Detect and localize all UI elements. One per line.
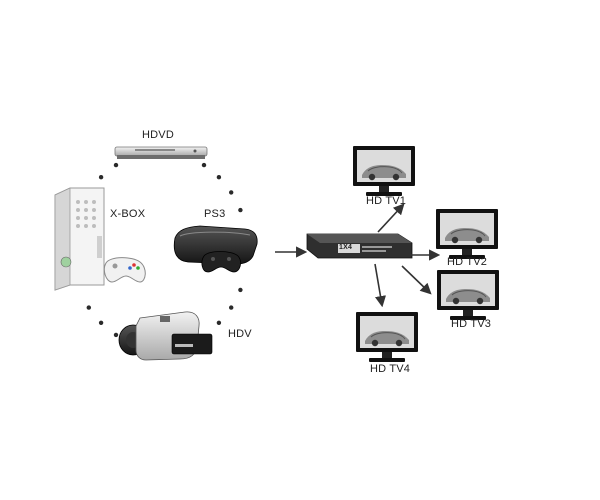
- ring-dot: [229, 305, 234, 310]
- ring-dot: [98, 320, 104, 325]
- ring-dot: [229, 190, 234, 195]
- xbox-console-icon: [54, 187, 105, 291]
- output-label-tv1: HD TV1: [366, 195, 407, 207]
- hdmi-splitter-icon: [306, 233, 413, 259]
- output-arrow-tv1: [377, 203, 405, 233]
- ring-dot: [113, 332, 119, 338]
- ring-dot: [238, 287, 243, 293]
- ring-dot: [201, 162, 207, 168]
- source-ring-dots: [86, 162, 243, 338]
- ring-dot: [86, 305, 92, 310]
- television-icon-tv2: [435, 208, 499, 266]
- camcorder-icon: [118, 311, 213, 361]
- television-icon-tv1: [352, 145, 416, 203]
- output-label-tv4: HD TV4: [370, 363, 411, 375]
- ring-dot: [238, 207, 243, 213]
- output-label-tv2: HD TV2: [447, 256, 488, 268]
- splitter-badge: 1X4: [339, 244, 353, 251]
- ring-dot: [98, 175, 104, 180]
- ring-dot: [113, 162, 119, 168]
- output-arrow-tv4: [374, 263, 387, 308]
- output-label-tv3: HD TV3: [451, 318, 492, 330]
- television-icon-tv4: [355, 311, 419, 369]
- television-icon-tv3: [436, 269, 500, 327]
- source-label-xbox: X-BOX: [110, 208, 146, 220]
- ps3-console-icon: [173, 225, 258, 273]
- source-label-hdv: HDV: [228, 328, 252, 340]
- dvd-player-icon: [114, 146, 208, 159]
- source-label-hdvd: HDVD: [142, 129, 174, 141]
- game-controller-icon: [103, 257, 146, 283]
- ring-dot: [216, 175, 222, 180]
- ring-dot: [216, 320, 222, 325]
- output-arrow-tv3: [401, 265, 432, 295]
- source-label-ps3: PS3: [204, 208, 226, 220]
